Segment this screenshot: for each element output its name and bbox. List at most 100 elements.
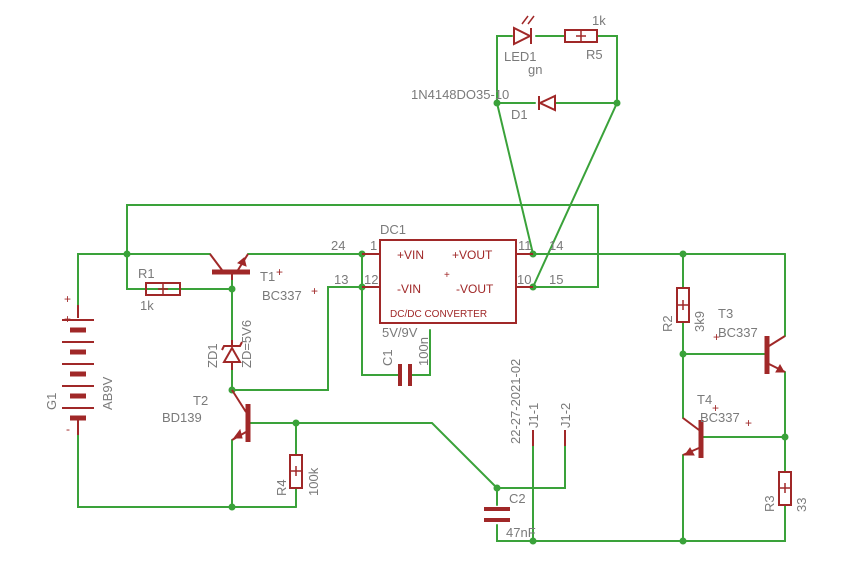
r4-value: 100k (306, 467, 321, 496)
wire-diag-right (532, 102, 618, 288)
d1-diode[interactable] (537, 94, 556, 112)
svg-text:-: - (66, 422, 70, 436)
c2-name: C2 (509, 491, 526, 506)
wire-bottom-left (77, 434, 297, 508)
wire-r5-right (596, 35, 618, 104)
junction-dot (679, 350, 687, 358)
junction-dot (679, 250, 687, 258)
t4-transistor[interactable] (682, 417, 704, 458)
t3-transistor[interactable] (764, 335, 786, 374)
zd1-name: ZD1 (205, 343, 220, 368)
zd1-value: ZD=5V6 (239, 320, 254, 368)
wire-diag-left (496, 102, 534, 255)
wire-led-left (496, 35, 513, 104)
j1-2-label: J1-2 (558, 403, 573, 428)
d1-name: D1 (511, 107, 528, 122)
t1-value: BC337 (262, 288, 302, 303)
g1-name: G1 (44, 393, 59, 410)
junction-dot (493, 484, 501, 492)
t1-transistor[interactable] (209, 253, 250, 280)
t2-name: T2 (193, 393, 208, 408)
dc1-vout-pos-label: +VOUT (452, 248, 493, 262)
t1-plus-mark-2: + (311, 284, 318, 298)
t2-value: BD139 (162, 410, 202, 425)
junction-dot (493, 99, 501, 107)
dc1-vin-pos-label: +VIN (397, 248, 424, 262)
wire-c2-top (496, 444, 566, 489)
junction-dot (613, 99, 621, 107)
wire-c2-bottom (496, 504, 786, 542)
r5-resistor[interactable] (564, 29, 598, 43)
wire-left-top (77, 253, 211, 306)
c1-value: 100n (416, 337, 431, 366)
led1-diode[interactable] (513, 15, 535, 46)
led1-value: gn (528, 62, 542, 77)
wires (77, 35, 786, 542)
wire-c1-left (361, 253, 399, 376)
c2-capacitor[interactable] (484, 507, 510, 522)
wire-c1-right (411, 329, 431, 376)
r2-resistor[interactable] (676, 287, 690, 323)
g1-battery[interactable]: + + - (62, 292, 94, 436)
junction-dot (123, 250, 131, 258)
j1-1-label: J1-1 (526, 403, 541, 428)
r4-name: R4 (274, 479, 289, 496)
t4-name: T4 (697, 392, 712, 407)
dc1-vin-neg-label: -VIN (397, 282, 421, 296)
c1-capacitor[interactable] (398, 364, 412, 386)
t4-plus-mark: + (712, 401, 719, 415)
zd1-zener[interactable] (221, 340, 243, 370)
t4-plus-mark-2: + (745, 416, 752, 430)
t2-transistor[interactable] (231, 389, 251, 442)
r1-resistor[interactable] (145, 282, 181, 296)
svg-text:+: + (64, 292, 71, 306)
t4-value: BC337 (700, 410, 740, 425)
dc1-value-label: 5V/9V (382, 325, 418, 340)
junction-dot (228, 285, 236, 293)
dc1-name: DC1 (380, 222, 406, 237)
t3-value: BC337 (718, 325, 758, 340)
date-label: 22-27-2021-02 (508, 359, 523, 444)
svg-text:+: + (444, 270, 450, 281)
r2-name: R2 (660, 315, 675, 332)
r2-value: 3k9 (692, 311, 707, 332)
r1-name: R1 (138, 266, 155, 281)
pin-11-label: 11 (518, 238, 532, 253)
dc1-vout-neg-label: -VOUT (456, 282, 494, 296)
r4-resistor[interactable] (289, 454, 303, 489)
c1-name: C1 (380, 349, 395, 366)
r5-value: 1k (592, 13, 606, 28)
r1-value: 1k (140, 298, 154, 313)
wire-gnd-node (231, 286, 379, 391)
t1-name: T1 (260, 269, 275, 284)
j1-connector[interactable] (532, 430, 566, 446)
junction-dot (529, 537, 537, 545)
svg-text:+: + (64, 312, 71, 326)
r3-resistor[interactable] (778, 471, 792, 506)
d1-value: 1N4148DO35-10 (411, 87, 509, 102)
net-13-label: 13 (334, 272, 348, 287)
r3-value: 33 (794, 498, 809, 512)
junction-dot (679, 537, 687, 545)
pin-1-label: 1 (370, 238, 377, 253)
wire-t2-base (249, 422, 498, 489)
junction-dot (781, 433, 789, 441)
wire-r1 (126, 253, 233, 290)
dc1-title-label: DC/DC CONVERTER (390, 309, 487, 320)
r3-name: R3 (762, 495, 777, 512)
junction-dot (292, 419, 300, 427)
pin-12-label: 12 (364, 272, 378, 287)
junction-dot (228, 503, 236, 511)
t3-plus-mark: + (713, 330, 720, 344)
r5-name: R5 (586, 47, 603, 62)
net-14-label: 14 (549, 238, 563, 253)
net-15-label: 15 (549, 272, 563, 287)
c2-value: 47nF (506, 525, 536, 540)
net-24-label: 24 (331, 238, 345, 253)
pin-10-label: 10 (517, 272, 531, 287)
t3-name: T3 (718, 306, 733, 321)
led1-name: LED1 (504, 49, 537, 64)
t1-plus-mark: + (276, 265, 283, 279)
dc1-converter[interactable]: + (362, 239, 533, 324)
